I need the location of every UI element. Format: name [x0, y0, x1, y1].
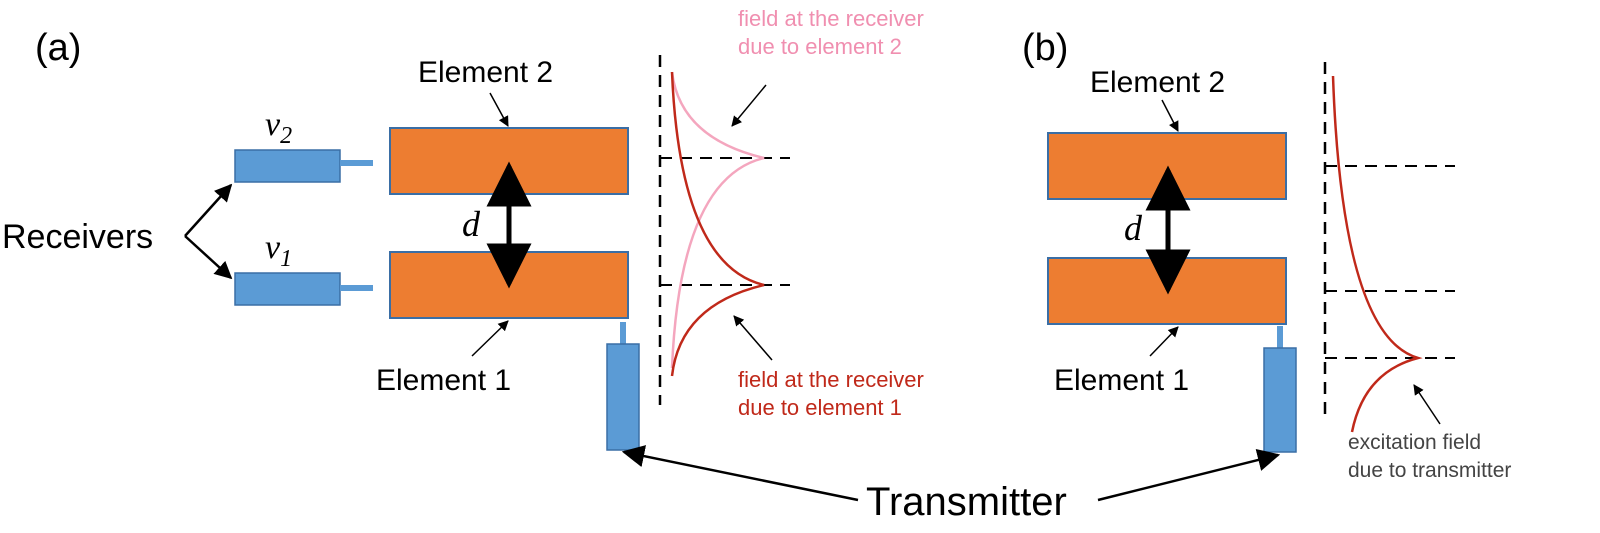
field-element-2-pointer	[731, 84, 767, 127]
element-1-pointer	[471, 320, 509, 357]
panel-a-label: (a)	[35, 27, 81, 69]
receiver-2	[234, 149, 341, 183]
element-1-label: Element 1	[376, 364, 511, 397]
transmitter-b	[1263, 347, 1297, 453]
receiver-2-stub	[340, 160, 373, 166]
field-curve-element-2	[670, 71, 765, 369]
panel-b: (b) Element 2 Element 1 d excitation fie…	[1022, 27, 1511, 482]
transmitter-label: Transmitter	[866, 480, 1067, 524]
panel-b-label: (b)	[1022, 27, 1068, 69]
receivers-arrow-bottom	[184, 235, 233, 280]
excitation-pointer	[1413, 384, 1441, 425]
panel-a: (a) Element 2 Element 1 d v2 v1 Receiver…	[2, 6, 924, 451]
transmitter-a	[606, 343, 640, 451]
receiver-2-voltage: v2	[265, 106, 292, 149]
transmitter-arrow-b	[1097, 448, 1281, 502]
element-2-pointer-b	[1161, 99, 1179, 132]
field-curve-element-1	[670, 71, 765, 377]
receivers-label: Receivers	[2, 218, 153, 256]
element-2-label: Element 2	[418, 56, 553, 89]
receivers-arrow-top	[184, 183, 233, 237]
receiver-1-voltage: v1	[265, 229, 292, 272]
field-element-1-pointer	[733, 315, 773, 361]
distance-label-b: d	[1124, 208, 1143, 248]
receiver-1	[234, 272, 341, 306]
transmitter-b-stub	[1277, 326, 1283, 350]
element-2-pointer	[489, 92, 509, 127]
transmitter-arrow-a	[621, 445, 859, 502]
transmitter-a-stub	[620, 322, 626, 346]
excitation-field-curve	[1331, 75, 1423, 433]
receiver-1-stub	[340, 285, 373, 291]
element-1-pointer-b	[1149, 326, 1179, 357]
field-element-2-caption-line-2: due to element 2	[738, 34, 902, 59]
element-1-label-b: Element 1	[1054, 364, 1189, 397]
field-element-2-caption-line-1: field at the receiver	[738, 6, 924, 31]
distance-label: d	[462, 204, 481, 244]
field-element-1-caption-line-2: due to element 1	[738, 395, 902, 420]
field-element-1-caption-line-1: field at the receiver	[738, 367, 924, 392]
excitation-caption-line-2: due to transmitter	[1348, 459, 1511, 482]
element-2-label-b: Element 2	[1090, 66, 1225, 99]
excitation-caption-line-1: excitation field	[1348, 431, 1481, 454]
